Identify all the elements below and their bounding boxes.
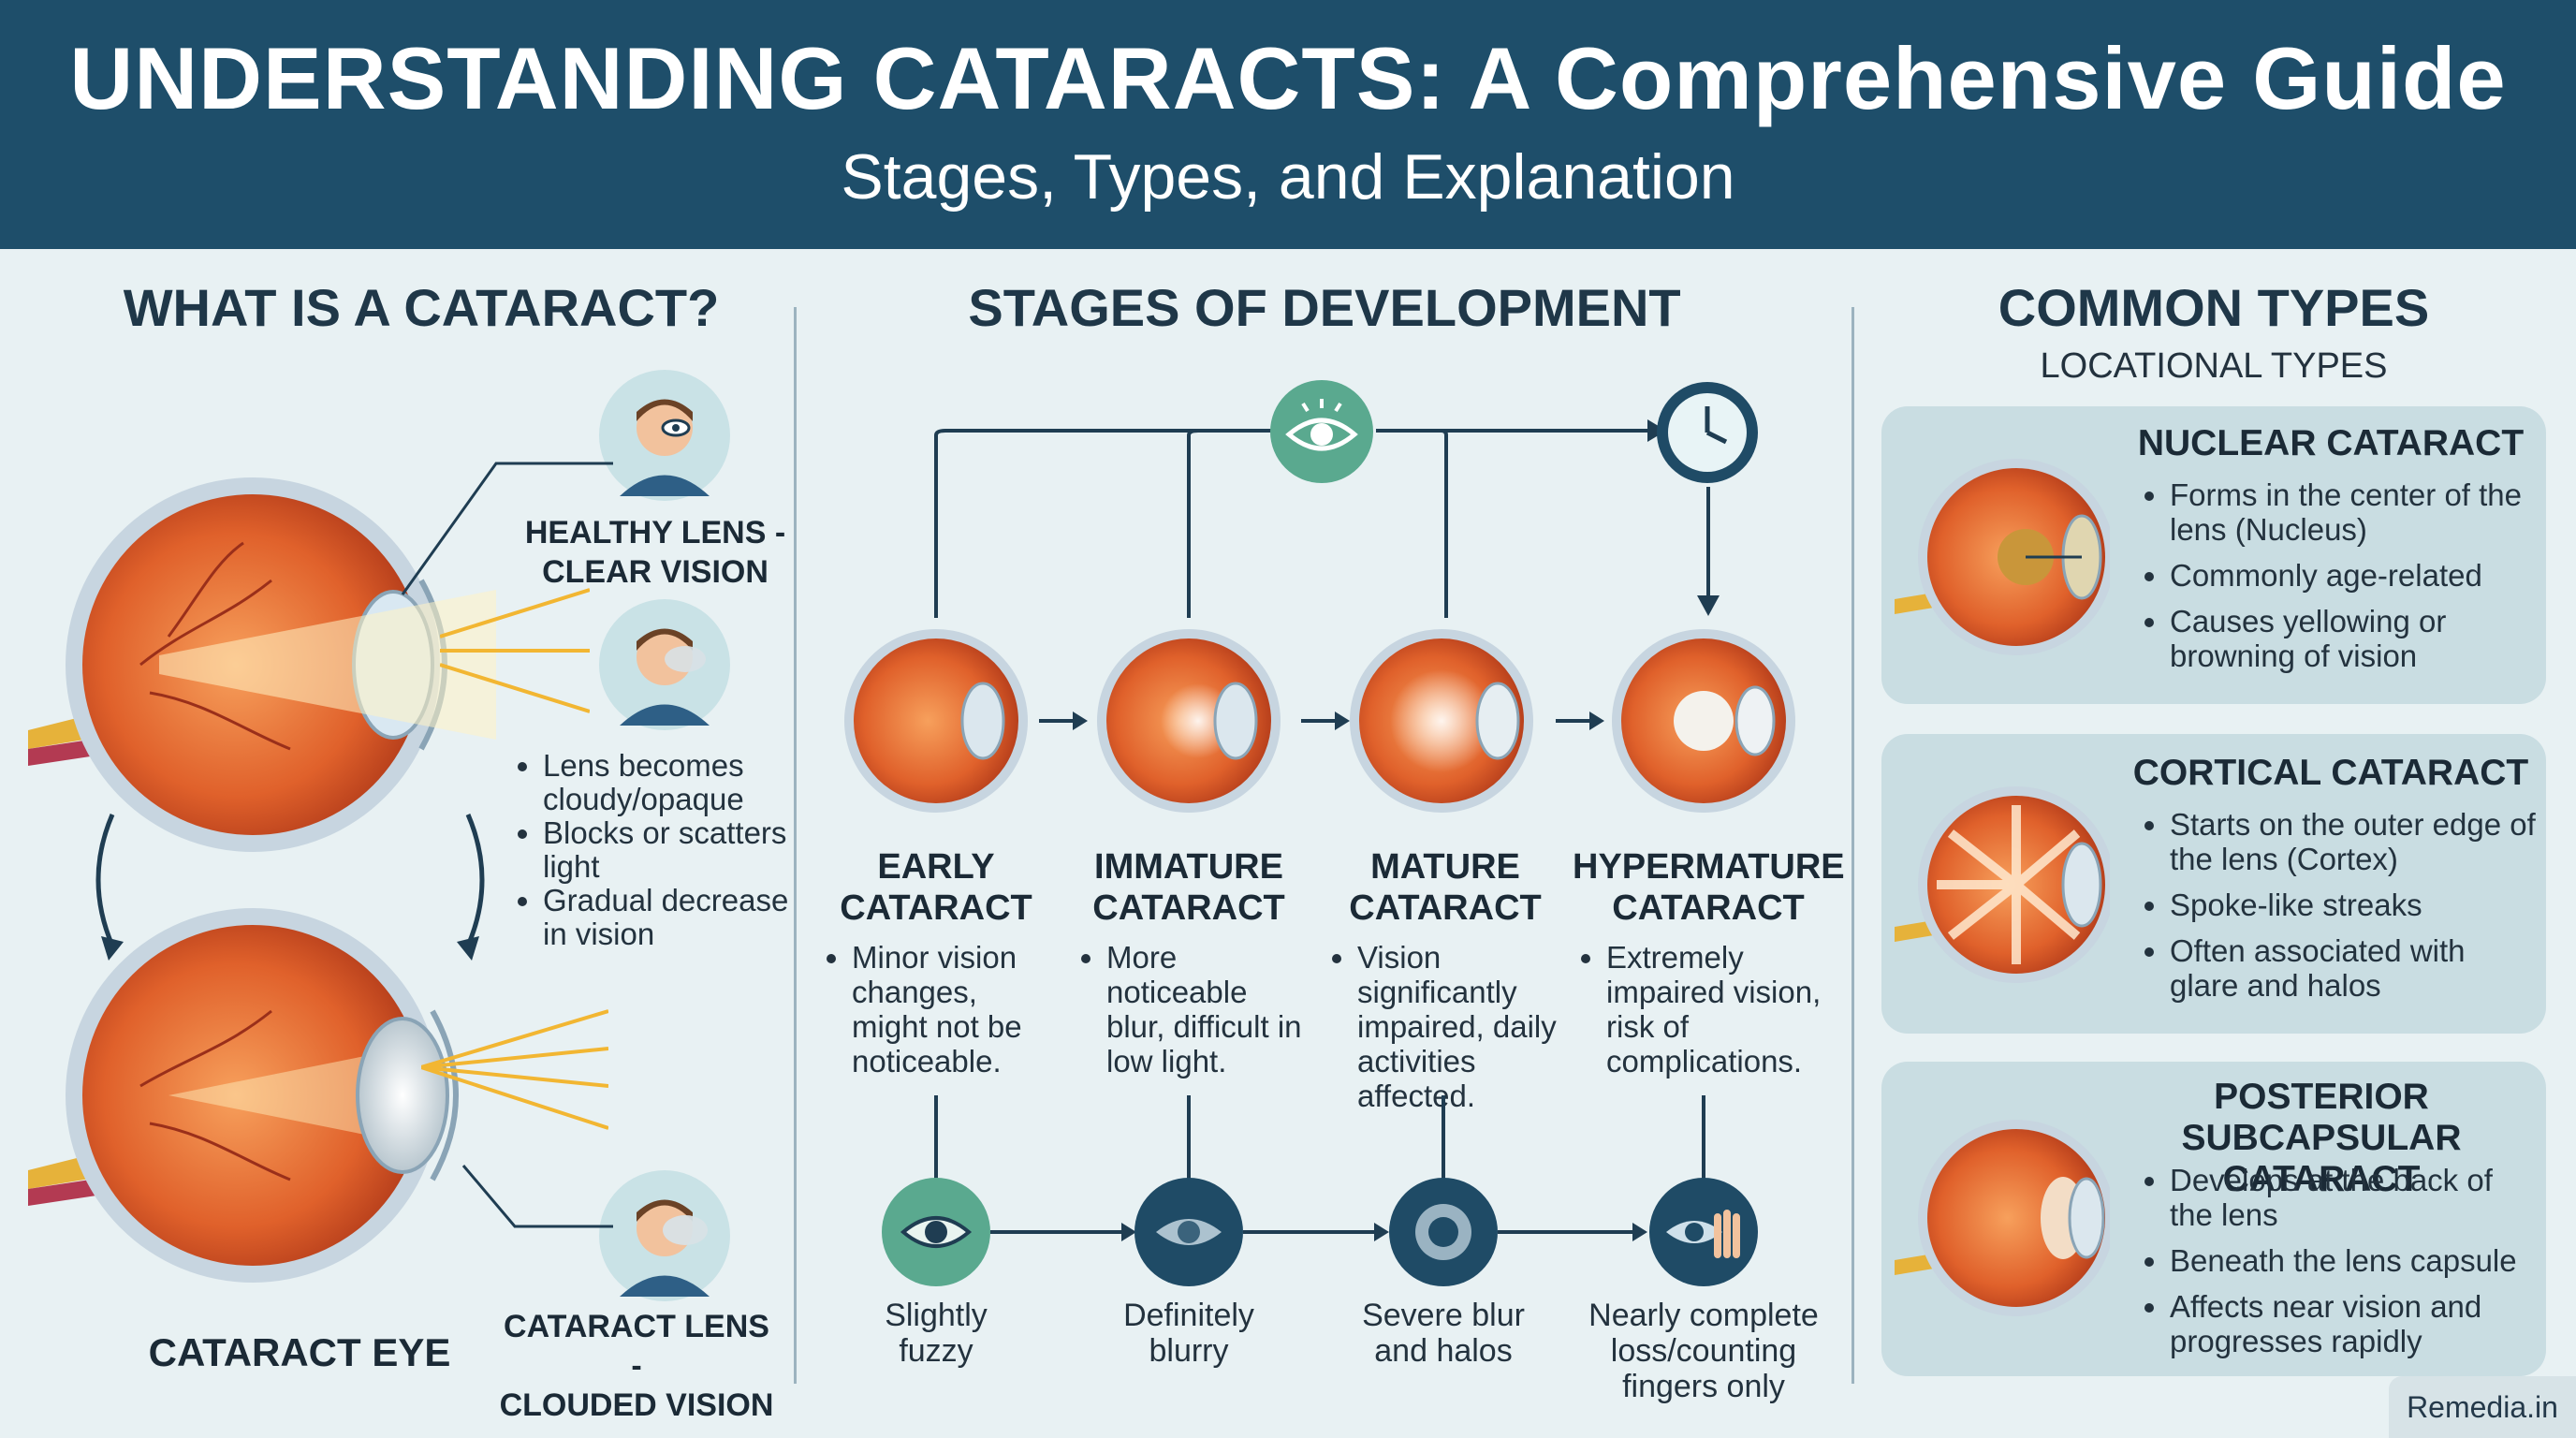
person-blurred-vision-avatar bbox=[599, 599, 730, 730]
immature-stage-eye bbox=[1097, 629, 1281, 813]
what-is-heading: WHAT IS A CATARACT? bbox=[123, 278, 720, 337]
nuclear-cataract-eye bbox=[1895, 459, 2110, 655]
clock-icon bbox=[1657, 382, 1758, 483]
scattered-light-rays bbox=[421, 1009, 608, 1130]
stage-desc-immature: More noticeable blur, difficult in low l… bbox=[1082, 940, 1307, 1078]
cortical-cataract-bullets: Starts on the outer edge of the lens (Co… bbox=[2144, 807, 2537, 1014]
types-heading: COMMON TYPES bbox=[1998, 278, 2430, 337]
definition-bullet: Blocks or scatters light bbox=[543, 816, 798, 884]
posterior-subcapsular-eye bbox=[1895, 1120, 2110, 1316]
type-bullet: Beneath the lens capsule bbox=[2170, 1243, 2537, 1278]
posterior-subcapsular-bullets: Develops at the back of the lens Beneath… bbox=[2144, 1163, 2537, 1370]
symptom-icon-row bbox=[882, 1095, 1758, 1286]
cortical-cataract-eye bbox=[1895, 786, 2110, 983]
type-bullet: Commonly age-related bbox=[2170, 558, 2537, 593]
cataract-eye-illustration bbox=[28, 908, 459, 1283]
symptom-label-immature: Definitely blurry bbox=[1123, 1298, 1254, 1369]
clock-down-arrow bbox=[1697, 487, 1720, 616]
column-divider-left bbox=[794, 307, 797, 1384]
stage-title-immature: IMMATURE CATARACT bbox=[1092, 847, 1285, 928]
cataract-eye-label: CATARACT EYE bbox=[148, 1330, 451, 1374]
cataract-lens-label: CATARACT LENS - CLOUDED VISION bbox=[499, 1309, 774, 1423]
stage-title-mature: MATURE CATARACT bbox=[1349, 847, 1542, 928]
early-stage-eye bbox=[844, 629, 1028, 813]
cortical-cataract-title: CORTICAL CATARACT bbox=[2132, 753, 2529, 793]
stage-eye-row bbox=[844, 629, 1795, 813]
type-bullet: Forms in the center of the lens (Nucleus… bbox=[2170, 477, 2537, 547]
healthy-lens-label: HEALTHY LENS - CLEAR VISION bbox=[524, 515, 786, 590]
type-bullet: Starts on the outer edge of the lens (Co… bbox=[2170, 807, 2537, 876]
transition-arrows bbox=[95, 814, 485, 961]
definitely-blurry-icon bbox=[1134, 1178, 1243, 1286]
stage-desc-bullet: Extremely impaired vision, risk of compl… bbox=[1606, 940, 1835, 1078]
cataract-lens-pointer bbox=[461, 1165, 613, 1228]
stage-desc-mature: Vision significantly impaired, daily act… bbox=[1333, 940, 1558, 1113]
page-subtitle: Stages, Types, and Explanation bbox=[841, 141, 1735, 213]
person-clear-vision-avatar bbox=[599, 370, 730, 501]
slightly-fuzzy-icon bbox=[882, 1178, 990, 1286]
posterior-subcapsular-title: POSTERIOR SUBCAPSULAR CATARACT bbox=[2181, 1077, 2462, 1199]
definition-bullet: Gradual decrease in vision bbox=[543, 884, 798, 951]
stage-desc-early: Minor vision changes, might not be notic… bbox=[827, 940, 1052, 1078]
symptom-label-mature: Severe blur and halos bbox=[1362, 1298, 1525, 1369]
cataract-definition-bullets: Lens becomes cloudy/opaque Blocks or sca… bbox=[517, 749, 798, 951]
healthy-eye-illustration bbox=[28, 477, 496, 852]
stage-connector-lines bbox=[934, 419, 1666, 618]
eye-icon bbox=[1270, 380, 1373, 483]
stage-desc-bullet: Vision significantly impaired, daily act… bbox=[1357, 940, 1558, 1113]
type-bullet: Affects near vision and progresses rapid… bbox=[2170, 1289, 2537, 1358]
counting-fingers-icon bbox=[1649, 1178, 1758, 1286]
definition-bullet: Lens becomes cloudy/opaque bbox=[543, 749, 798, 816]
type-bullet: Develops at the back of the lens bbox=[2170, 1163, 2537, 1232]
brand-watermark: Remedia.in bbox=[2389, 1376, 2576, 1438]
symptom-label-hypermature: Nearly complete loss/counting fingers on… bbox=[1588, 1298, 1819, 1404]
hypermature-stage-eye bbox=[1612, 629, 1795, 813]
stage-arrows bbox=[1039, 712, 1604, 730]
type-bullet: Spoke-like streaks bbox=[2170, 888, 2537, 922]
page-title: UNDERSTANDING CATARACTS: A Comprehensive… bbox=[69, 29, 2507, 127]
stages-heading: STAGES OF DEVELOPMENT bbox=[968, 278, 1681, 337]
mature-stage-eye bbox=[1350, 629, 1533, 813]
type-bullet: Often associated with glare and halos bbox=[2170, 933, 2537, 1003]
stage-desc-hypermature: Extremely impaired vision, risk of compl… bbox=[1582, 940, 1835, 1078]
stage-title-hypermature: HYPERMATURE CATARACT bbox=[1573, 847, 1845, 928]
nuclear-cataract-title: NUCLEAR CATARACT bbox=[2137, 423, 2525, 463]
incoming-light-rays bbox=[440, 588, 590, 713]
stage-title-early: EARLY CATARACT bbox=[840, 847, 1032, 928]
stage-desc-bullet: Minor vision changes, might not be notic… bbox=[852, 940, 1052, 1078]
severe-blur-halo-icon bbox=[1389, 1178, 1498, 1286]
column-divider-right bbox=[1852, 307, 1854, 1384]
stage-desc-bullet: More noticeable blur, difficult in low l… bbox=[1106, 940, 1307, 1078]
person-clouded-vision-avatar bbox=[599, 1170, 730, 1301]
healthy-lens-pointer bbox=[401, 462, 613, 595]
symptom-label-early: Slightly fuzzy bbox=[885, 1298, 988, 1369]
nuclear-cataract-bullets: Forms in the center of the lens (Nucleus… bbox=[2144, 477, 2537, 684]
type-bullet: Causes yellowing or browning of vision bbox=[2170, 604, 2537, 673]
header-banner bbox=[0, 0, 2576, 249]
types-subheading: LOCATIONAL TYPES bbox=[2040, 346, 2388, 386]
